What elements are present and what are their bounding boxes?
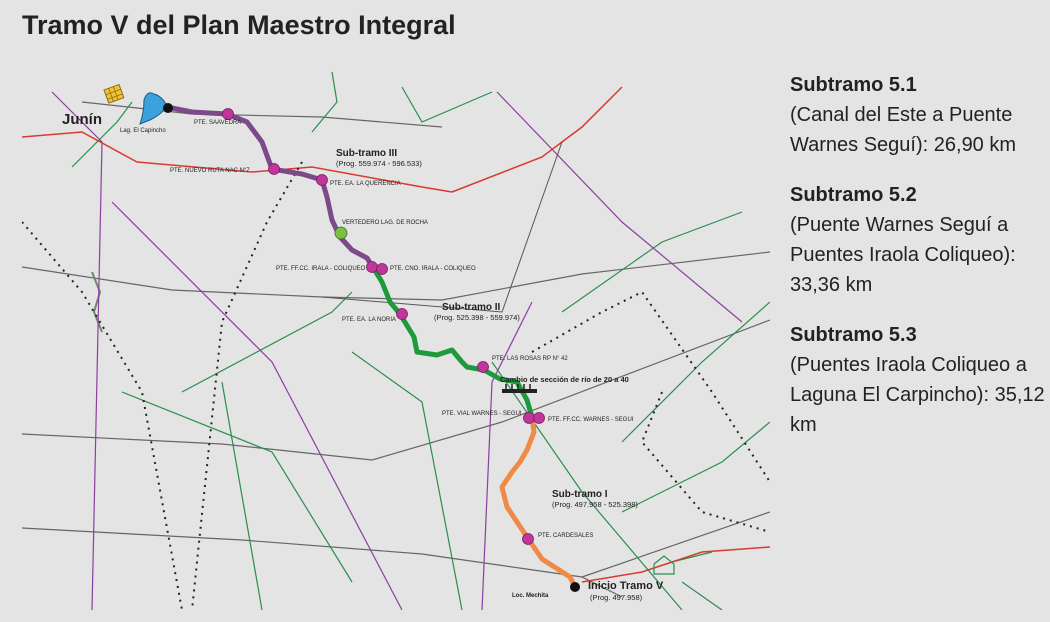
green-line xyxy=(621,301,770,443)
green-lines xyxy=(71,71,770,610)
legend-entry: Subtramo 5.2 (Puente Warnes Seguí a Puen… xyxy=(790,180,1046,300)
river-subtramo-1 xyxy=(499,414,578,590)
green-line xyxy=(221,381,263,610)
bridge-ffcc-warnes[interactable] xyxy=(533,412,545,424)
legend-desc: (Puente Warnes Seguí a Puentes Iraola Co… xyxy=(790,214,1016,296)
bridge-label-ffcc-iraola: PTE. FF.CC. IRALA - COLIQUEO xyxy=(276,266,366,272)
bridge-label-ruta7: PTE. NUEVO RUTA NAC N°7 xyxy=(170,168,250,174)
green-line xyxy=(561,211,743,313)
city-grid-icon xyxy=(103,83,125,104)
section-change-label: Cambio de sección de río de 20 a 40 xyxy=(500,375,629,384)
bridge-vial-warnes[interactable] xyxy=(523,412,535,424)
river-subtramo-3 xyxy=(169,105,377,272)
map[interactable]: Junín Lag. El Capincho PTE. SAAVEDRA PTE… xyxy=(22,62,770,610)
bridge-label-saavedra: PTE. SAAVEDRA xyxy=(194,120,241,126)
bridge-cardesales[interactable] xyxy=(522,533,534,545)
dotted-boundary xyxy=(531,290,770,483)
bridge-label-cardesales: PTE. CARDESALES xyxy=(538,533,593,539)
bridge-rosas[interactable] xyxy=(477,361,489,373)
legend-desc: (Canal del Este a Puente Warnes Seguí): … xyxy=(790,104,1017,156)
map-svg: Junín Lag. El Capincho PTE. SAAVEDRA PTE… xyxy=(22,71,770,610)
bridge-label-cno-iraola: PTE. CNO. IRALA - COLIQUEO xyxy=(390,266,476,272)
bridge-querencia[interactable] xyxy=(316,174,328,186)
purple-line xyxy=(111,201,403,610)
section-prog-1: (Prog. 497.958 - 525.398) xyxy=(552,500,638,509)
dotted-boundaries xyxy=(22,161,770,610)
bridge-cno-iraola[interactable] xyxy=(376,263,388,275)
bridge-ffcc-iraola[interactable] xyxy=(366,261,378,273)
red-road xyxy=(581,546,770,583)
legend-entry: Subtramo 5.3 (Puentes Iraola Coliqueo a … xyxy=(790,320,1046,440)
section-prog-2: (Prog. 525.398 - 559.974) xyxy=(434,313,520,322)
green-line xyxy=(681,581,723,610)
bridge-label-rosas: PTE. LAS ROSAS RP N° 42 xyxy=(492,356,568,362)
bridge-markers xyxy=(222,108,545,545)
bridge-label-vial-warnes: PTE. VIAL WARNES - SEGUI xyxy=(442,411,522,417)
locality-label: Loc. Mechita xyxy=(512,593,549,599)
legend-name: Subtramo 5.3 xyxy=(790,324,917,346)
endpoint-junin[interactable] xyxy=(163,103,173,113)
stream xyxy=(91,271,103,333)
section-label-3: Sub-tramo III xyxy=(336,148,397,159)
grey-roads xyxy=(22,101,770,598)
lagoon-icon xyxy=(139,92,168,125)
green-line xyxy=(181,291,353,393)
dotted-boundary xyxy=(191,161,303,610)
start-prog: (Prog. 497.958) xyxy=(590,593,643,602)
green-line xyxy=(311,71,338,133)
house-icon xyxy=(653,555,675,575)
purple-line xyxy=(481,301,533,610)
legend-entry: Subtramo 5.1 (Canal del Este a Puente Wa… xyxy=(790,70,1046,160)
red-road xyxy=(22,131,453,193)
green-line xyxy=(71,101,133,168)
section-change-marker xyxy=(502,384,537,393)
section-prog-3: (Prog. 559.974 - 596.533) xyxy=(336,159,422,168)
lagoon-label: Lag. El Capincho xyxy=(120,128,166,134)
city-label: Junín xyxy=(62,111,102,128)
legend-name: Subtramo 5.1 xyxy=(790,74,917,96)
page-title: Tramo V del Plan Maestro Integral xyxy=(22,10,456,40)
start-label: Inicio Tramo V xyxy=(588,580,664,592)
grey-road xyxy=(22,319,770,461)
grey-road xyxy=(81,101,443,128)
river-subtramo-2 xyxy=(371,266,535,420)
green-line xyxy=(351,351,463,610)
grey-road xyxy=(581,511,770,578)
green-line xyxy=(401,86,493,123)
purple-lines xyxy=(51,91,743,610)
section-label-2: Sub-tramo II xyxy=(442,302,501,313)
legend-desc: (Puentes Iraola Coliqueo a Laguna El Car… xyxy=(790,354,1045,436)
section-label-1: Sub-tramo I xyxy=(552,489,608,500)
grey-road xyxy=(22,251,770,301)
legend: Subtramo 5.1 (Canal del Este a Puente Wa… xyxy=(790,70,1046,460)
red-road xyxy=(451,86,623,193)
bridge-label-ffcc-warnes: PTE. FF.CC. WARNES - SEGUI xyxy=(548,417,634,423)
purple-line xyxy=(51,91,103,610)
bridge-ruta7[interactable] xyxy=(268,163,280,175)
bridge-saavedra[interactable] xyxy=(222,108,234,120)
green-line xyxy=(621,421,770,513)
green-line xyxy=(491,361,683,610)
bridge-label-noria: PTE. EA. LA NORIA xyxy=(342,317,396,323)
bridge-label-querencia: PTE. EA. LA QUERENCIA xyxy=(330,181,401,187)
bridge-noria[interactable] xyxy=(396,308,408,320)
vertedero-label: VERTEDERO LAG. DE ROCHA xyxy=(342,220,428,226)
purple-line xyxy=(496,91,743,323)
grey-road xyxy=(22,527,623,598)
green-line xyxy=(121,391,353,583)
endpoint-start[interactable] xyxy=(570,582,580,592)
railway-line xyxy=(321,141,563,313)
vertedero-marker[interactable] xyxy=(334,226,348,240)
dotted-boundary xyxy=(22,221,183,610)
legend-name: Subtramo 5.2 xyxy=(790,184,917,206)
dotted-boundary xyxy=(640,391,770,533)
